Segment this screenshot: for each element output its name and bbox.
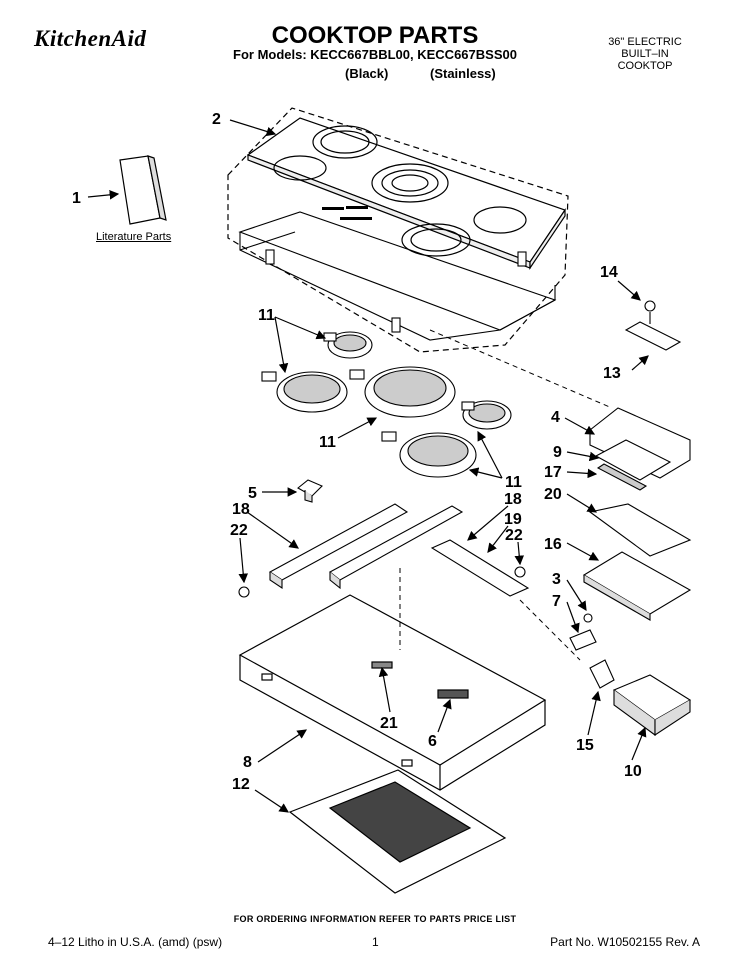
- callout-9: 9: [553, 444, 562, 461]
- product-line-2: BUILT–IN: [621, 48, 669, 60]
- callout-6: 6: [428, 733, 437, 750]
- glass-cooktop: [246, 117, 566, 270]
- callout-8: 8: [243, 754, 252, 771]
- product-line-1: 36" ELECTRIC: [608, 36, 682, 48]
- product-description: 36" ELECTRIC BUILT–IN COOKTOP: [580, 36, 710, 72]
- page-number: 1: [372, 935, 379, 949]
- variant-stainless: (Stainless): [430, 66, 496, 81]
- callout-11-right: 11: [505, 474, 522, 491]
- callout-15: 15: [576, 737, 594, 754]
- support-brackets: [268, 503, 464, 590]
- callout-11-top: 11: [258, 307, 275, 324]
- callout-20: 20: [544, 486, 562, 503]
- callout-3: 3: [552, 571, 561, 588]
- side-bracket: [430, 539, 530, 597]
- callout-leaders: [87, 119, 649, 813]
- callout-11-middle: 11: [319, 434, 336, 451]
- callout-18-left: 18: [232, 501, 250, 518]
- callout-18-right: 18: [504, 491, 522, 508]
- bottom-vent-plate: [288, 769, 507, 894]
- product-line-3: COOKTOP: [617, 60, 673, 72]
- callout-1: 1: [72, 190, 81, 207]
- limiter-switch: [569, 613, 597, 651]
- litho-info: 4–12 Litho in U.S.A. (amd) (psw): [48, 935, 223, 949]
- callout-10: 10: [624, 763, 642, 780]
- page-title: COOKTOP PARTS: [271, 22, 479, 49]
- terminal-block: [624, 312, 682, 351]
- callout-19: 19: [504, 511, 522, 528]
- radiant-elements: [261, 331, 512, 478]
- literature-parts-label: Literature Parts: [96, 231, 172, 243]
- variant-black: (Black): [345, 66, 389, 81]
- screws: [238, 300, 656, 598]
- control-brackets: [582, 407, 692, 621]
- element-cradle: [612, 674, 692, 737]
- wire-clip: [589, 659, 615, 689]
- callout-17: 17: [544, 464, 562, 481]
- callout-21: 21: [380, 715, 398, 732]
- cooktop-frame: [238, 211, 557, 341]
- callout-7: 7: [552, 593, 561, 610]
- callout-22-right: 22: [505, 527, 523, 544]
- callout-16: 16: [544, 536, 562, 553]
- ordering-info: FOR ORDERING INFORMATION REFER TO PARTS …: [233, 914, 517, 924]
- callout-13: 13: [603, 365, 621, 382]
- callout-5: 5: [248, 485, 257, 502]
- brand-logo: KitchenAid: [34, 26, 147, 51]
- callout-numbers: 1 2 3 4 5 6 7 8 9 10 11 11 11 12 13 14 1…: [72, 111, 642, 793]
- surface-switch: [297, 479, 323, 503]
- base-box: [238, 594, 547, 791]
- callout-4: 4: [551, 409, 560, 426]
- callout-14: 14: [600, 264, 618, 281]
- literature-book: [119, 155, 167, 225]
- callout-22-left: 22: [230, 522, 248, 539]
- callout-2: 2: [212, 111, 221, 128]
- callout-12: 12: [232, 776, 250, 793]
- model-numbers: For Models: KECC667BBL00, KECC667BSS00: [233, 47, 517, 62]
- part-number: Part No. W10502155 Rev. A: [550, 935, 700, 949]
